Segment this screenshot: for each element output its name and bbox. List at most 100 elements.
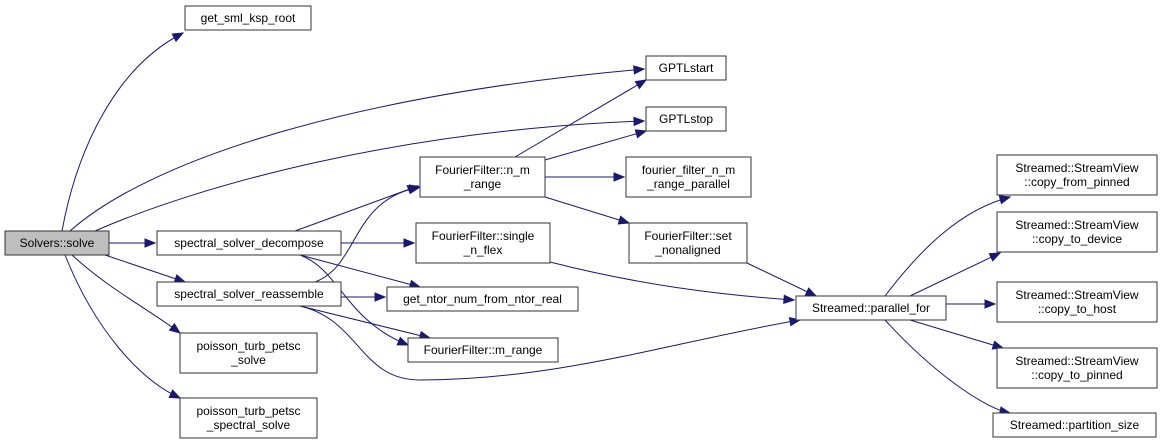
node-label: Streamed::StreamView	[1015, 218, 1138, 232]
node-label: _spectral_solve	[206, 418, 291, 432]
edge-line	[104, 254, 186, 283]
node-label: FourierFilter::set	[644, 229, 732, 243]
node-box	[179, 332, 318, 374]
node-copy-to-pinned[interactable]: Streamed::StreamView::copy_to_pinned	[996, 347, 1158, 389]
edge-parallel_for-to-copy_to_host	[946, 299, 997, 309]
node-label: FourierFilter::n_m	[435, 163, 530, 177]
node-ff-parallel[interactable]: fourier_filter_n_m_range_parallel	[625, 156, 752, 198]
edge-line	[884, 196, 1011, 297]
edge-line	[549, 261, 795, 301]
node-decompose[interactable]: spectral_solver_decompose	[156, 230, 342, 256]
edge-solve-to-petsc_spectral	[64, 254, 182, 399]
node-box	[415, 222, 551, 264]
node-label: _range_parallel	[646, 177, 730, 191]
edge-n_m_range-to-gptlstop	[544, 129, 648, 161]
edge-line	[514, 79, 647, 158]
node-box	[996, 347, 1158, 389]
edge-single_n_flex-to-parallel_for	[549, 261, 796, 305]
edge-reassemble-to-ntor	[341, 292, 387, 302]
edge-line	[94, 120, 645, 232]
edge-decompose-to-n_m_range	[294, 185, 420, 232]
arrowhead-icon	[633, 65, 646, 75]
node-partition-size[interactable]: Streamed::partition_size	[992, 412, 1157, 438]
node-box	[419, 156, 546, 198]
arrowhead-icon	[984, 299, 997, 309]
node-label: FourierFilter::m_range	[424, 343, 543, 357]
edge-line	[64, 254, 181, 399]
node-ntor[interactable]: get_ntor_num_from_ntor_real	[386, 286, 579, 312]
node-label: GPTLstop	[659, 112, 713, 126]
node-gptlstop[interactable]: GPTLstop	[645, 106, 727, 132]
edge-decompose-to-single_n_flex	[341, 238, 416, 248]
edge-line	[299, 254, 421, 288]
edge-line	[544, 130, 647, 161]
node-label: poisson_turb_petsc	[196, 404, 300, 418]
arrowhead-icon	[396, 336, 410, 346]
node-label: _solve	[230, 353, 266, 367]
edge-n_m_range-to-gptlstart	[514, 79, 648, 158]
node-label: get_sml_ksp_root	[201, 11, 296, 25]
node-label: Streamed::parallel_for	[812, 301, 930, 315]
edge-parallel_for-to-copy_to_pinned	[909, 319, 1005, 350]
node-reassemble[interactable]: spectral_solver_reassemble	[156, 281, 342, 307]
node-label: ::copy_to_host	[1038, 302, 1117, 316]
node-box	[645, 106, 727, 132]
edge-line	[314, 186, 421, 283]
node-single-n-flex[interactable]: FourierFilter::single_n_flex	[415, 222, 551, 264]
node-get-sml-ksp-root[interactable]: get_sml_ksp_root	[184, 5, 312, 31]
node-box	[156, 281, 342, 307]
edge-line	[884, 319, 1011, 414]
node-label: ::copy_to_pinned	[1031, 368, 1122, 382]
edge-set_nonaligned-to-parallel_for	[746, 262, 818, 297]
node-label: _range	[463, 177, 502, 191]
node-box	[628, 222, 748, 264]
arrowhead-icon	[168, 322, 182, 334]
arrowhead-icon	[403, 238, 416, 248]
node-label: fourier_filter_n_m	[642, 163, 735, 177]
node-n-m-range[interactable]: FourierFilter::n_m_range	[419, 156, 546, 198]
node-box	[996, 281, 1158, 323]
node-label: Streamed::StreamView	[1015, 288, 1138, 302]
edge-solve-to-get_sml_ksp_root	[61, 32, 185, 232]
node-copy-from-pinned[interactable]: Streamed::StreamView::copy_from_pinned	[996, 154, 1158, 196]
edge-solve-to-gptlstart	[69, 65, 646, 232]
node-solve[interactable]: Solvers::solve	[4, 230, 110, 256]
node-m-range[interactable]: FourierFilter::m_range	[407, 337, 559, 363]
arrowhead-icon	[634, 79, 648, 90]
edge-reassemble-to-n_m_range	[314, 184, 422, 283]
edge-solve-to-decompose	[109, 238, 157, 248]
node-box	[407, 337, 559, 363]
node-label: _n_flex	[463, 243, 503, 257]
edge-parallel_for-to-copy_from_pinned	[884, 195, 1012, 297]
arrowhead-icon	[783, 294, 796, 305]
node-box	[156, 230, 342, 256]
arrowhead-icon	[374, 292, 387, 302]
arrowhead-icon	[168, 389, 182, 399]
arrowhead-icon	[988, 252, 1002, 262]
node-copy-to-device[interactable]: Streamed::StreamView::copy_to_device	[996, 211, 1158, 253]
edge-line	[61, 32, 184, 232]
node-box	[386, 286, 579, 312]
edge-line	[299, 305, 431, 339]
edge-parallel_for-to-copy_to_device	[909, 252, 1002, 297]
node-box	[184, 5, 312, 31]
node-set-nonaligned[interactable]: FourierFilter::set_nonaligned	[628, 222, 748, 264]
edge-line	[71, 254, 181, 334]
node-label: spectral_solver_reassemble	[174, 287, 324, 301]
node-copy-to-host[interactable]: Streamed::StreamView::copy_to_host	[996, 281, 1158, 323]
node-petsc-spectral[interactable]: poisson_turb_petsc_spectral_solve	[179, 397, 318, 439]
node-parallel-for[interactable]: Streamed::parallel_for	[795, 295, 947, 321]
edge-line	[299, 305, 801, 381]
node-gptlstart[interactable]: GPTLstart	[645, 55, 727, 81]
edges-layer	[61, 32, 1012, 416]
node-label: Streamed::partition_size	[1010, 418, 1140, 432]
node-petsc-solve[interactable]: poisson_turb_petsc_solve	[179, 332, 318, 374]
edge-line	[69, 68, 645, 232]
edge-line	[746, 262, 817, 297]
node-box	[179, 397, 318, 439]
arrowhead-icon	[634, 129, 648, 139]
arrowhead-icon	[144, 238, 157, 248]
edge-parallel_for-to-partition_size	[884, 319, 1012, 416]
arrowhead-icon	[998, 195, 1012, 205]
